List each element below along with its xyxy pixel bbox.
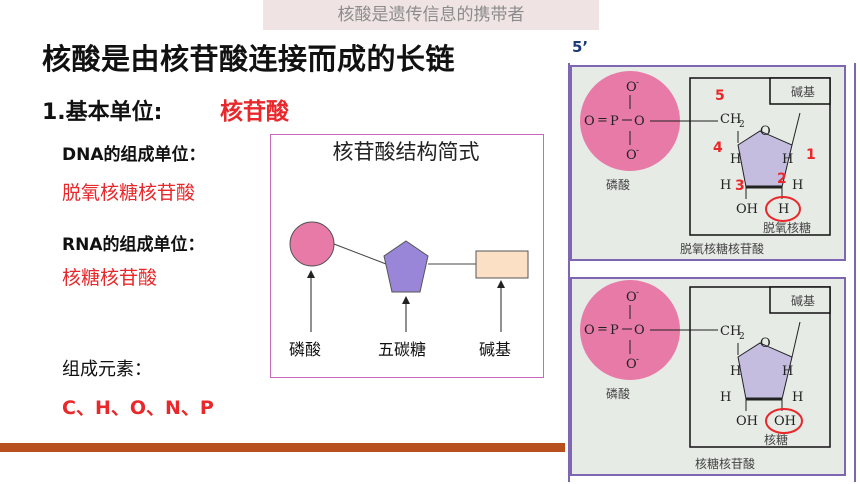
- deoxy-caption: 脱氧核糖核苷酸: [680, 242, 765, 256]
- elements-value: C、H、O、N、P: [62, 397, 214, 419]
- svg-text:O: O: [760, 124, 771, 139]
- svg-text:H: H: [730, 152, 741, 167]
- ribo-structure-diagram: O- O = P O O- CH2 O H H H H OH OH: [580, 280, 831, 448]
- schematic-phosphate-label: 磷酸: [289, 340, 322, 359]
- deoxy-sugar-label: 脱氧核糖: [763, 221, 812, 235]
- svg-text:O: O: [626, 357, 637, 372]
- five-prime-label: 5’: [572, 38, 589, 56]
- ribo-sugar-label: 核糖: [764, 433, 789, 447]
- svg-text:O: O: [634, 323, 645, 338]
- svg-text:H: H: [730, 364, 741, 379]
- base-rect: [475, 250, 529, 279]
- svg-text:H: H: [720, 390, 731, 405]
- dna-unit-label: DNA的组成单位：: [62, 145, 206, 165]
- svg-text:-: -: [636, 355, 639, 365]
- carbon-number-1: 1: [806, 147, 816, 163]
- carbon-number-3: 3: [735, 178, 745, 194]
- svg-text:-: -: [636, 288, 639, 298]
- svg-text:-: -: [636, 78, 639, 88]
- svg-text:O: O: [626, 148, 637, 163]
- svg-text:OH: OH: [736, 202, 758, 217]
- svg-text:O: O: [584, 323, 595, 338]
- svg-text:2: 2: [739, 120, 745, 130]
- svg-text:CH: CH: [720, 112, 741, 127]
- deoxy-structure-diagram: O- O = P O O- CH2 O H H H H OH H 5 4 1 3…: [580, 71, 831, 236]
- svg-text:OH: OH: [736, 414, 758, 429]
- phosphate-sugar-link: [333, 243, 387, 265]
- schematic-base-label: 碱基: [479, 340, 512, 359]
- svg-text:O: O: [584, 114, 595, 129]
- pentose-pentagon: [383, 240, 429, 293]
- bottom-divider-bar: [0, 443, 565, 452]
- page-title: 核酸是由核苷酸连接而成的长链: [42, 42, 456, 76]
- svg-text:P: P: [610, 323, 619, 338]
- svg-text:H: H: [720, 178, 731, 193]
- svg-text:2: 2: [739, 332, 745, 342]
- svg-text:O: O: [626, 290, 637, 305]
- svg-text:OH: OH: [774, 414, 796, 429]
- svg-text:H: H: [778, 202, 789, 217]
- elements-label: 组成元素：: [62, 359, 152, 380]
- deoxy-base-label: 碱基: [791, 85, 816, 99]
- nucleotide-schematic-diagram: [289, 221, 529, 332]
- ribo-caption: 核糖核苷酸: [695, 457, 756, 471]
- svg-text:CH: CH: [720, 324, 741, 339]
- ribo-base-label: 碱基: [791, 294, 816, 308]
- carbon-number-5: 5: [715, 88, 725, 104]
- ribo-phosphate-label: 磷酸: [606, 387, 631, 401]
- schematic-sugar-label: 五碳糖: [378, 340, 427, 359]
- basic-unit-label: 1.基本单位:: [42, 100, 163, 125]
- svg-text:=: =: [597, 113, 608, 128]
- schematic-title: 核苷酸结构简式: [332, 140, 480, 164]
- carbon-number-2: 2: [777, 171, 787, 187]
- svg-text:H: H: [792, 390, 803, 405]
- svg-text:O: O: [760, 336, 771, 351]
- svg-text:-: -: [636, 146, 639, 156]
- svg-text:H: H: [782, 364, 793, 379]
- svg-text:H: H: [782, 152, 793, 167]
- dna-unit-value: 脱氧核糖核苷酸: [62, 182, 196, 204]
- basic-unit-value: 核苷酸: [220, 99, 289, 125]
- svg-text:O: O: [626, 80, 637, 95]
- deoxy-phosphate-label: 磷酸: [606, 178, 631, 192]
- phosphate-circle: [289, 221, 335, 267]
- rna-unit-value: 核糖核苷酸: [62, 267, 158, 289]
- carbon-number-4: 4: [713, 140, 723, 156]
- svg-text:H: H: [792, 178, 803, 193]
- svg-text:P: P: [610, 114, 619, 129]
- top-banner: 核酸是遗传信息的携带者: [263, 0, 599, 30]
- rna-unit-label: RNA的组成单位：: [62, 235, 205, 255]
- svg-text:=: =: [597, 322, 608, 337]
- svg-text:O: O: [634, 114, 645, 129]
